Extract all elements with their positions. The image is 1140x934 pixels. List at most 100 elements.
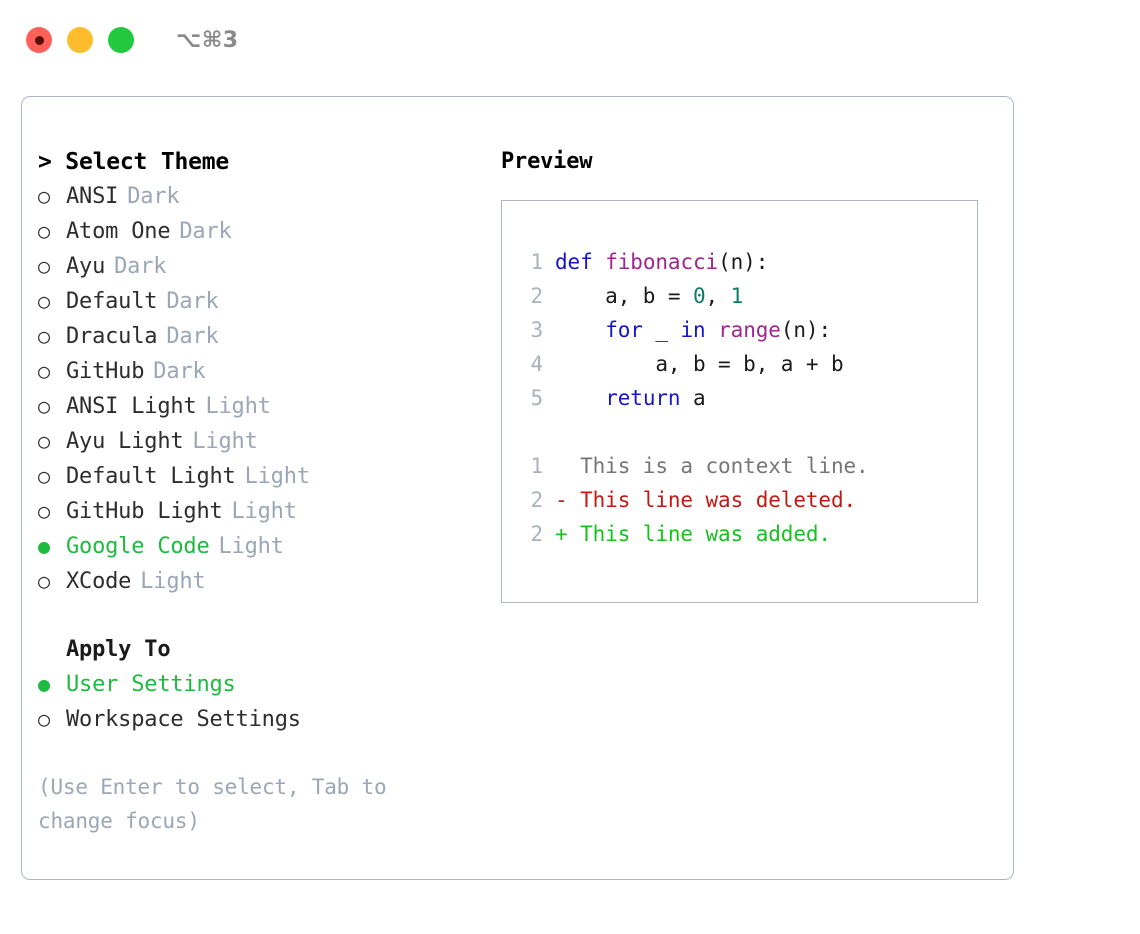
code-token-plain bbox=[555, 386, 605, 410]
diff-line-content: + This line was added. bbox=[555, 522, 831, 546]
theme-option-default-light[interactable]: ○ Default Light Light bbox=[38, 459, 498, 494]
theme-option-ayu[interactable]: ○ Ayu Dark bbox=[38, 249, 498, 284]
theme-option-label: Default bbox=[66, 289, 158, 314]
radio-unselected-icon: ○ bbox=[38, 499, 50, 523]
diff-line-ctx: 1 This is a context line. bbox=[513, 449, 977, 483]
theme-option-label: XCode bbox=[66, 569, 132, 594]
diff-line-del: 2 - This line was deleted. bbox=[513, 483, 977, 517]
radio-selected-icon: ● bbox=[38, 672, 50, 696]
theme-option-category-tag: Dark bbox=[179, 219, 232, 244]
code-token-plain: (n): bbox=[718, 250, 769, 274]
code-line-number: 2 bbox=[530, 284, 543, 308]
diff-line-number: 1 bbox=[530, 454, 543, 478]
code-line: 2 a, b = 0, 1 bbox=[513, 279, 977, 313]
code-diff-separator bbox=[513, 415, 977, 449]
code-token-fn: range bbox=[718, 318, 781, 342]
code-line: 4 a, b = b, a + b bbox=[513, 347, 977, 381]
theme-option-category-tag: Dark bbox=[114, 254, 167, 279]
theme-option-category-tag: Light bbox=[218, 534, 284, 559]
apply-to-option-workspace-settings[interactable]: ○ Workspace Settings bbox=[38, 702, 498, 737]
radio-selected-icon: ● bbox=[38, 534, 50, 558]
apply-to-option-label: User Settings bbox=[66, 672, 236, 697]
theme-option-label: Google Code bbox=[66, 534, 210, 559]
diff-line-number: 2 bbox=[530, 488, 543, 512]
theme-option-category-tag: Dark bbox=[153, 359, 206, 384]
theme-option-label: Ayu Light bbox=[66, 429, 184, 454]
theme-option-label: ANSI bbox=[66, 184, 119, 209]
maximize-button[interactable] bbox=[108, 27, 134, 53]
radio-unselected-icon: ○ bbox=[38, 429, 50, 453]
diff-line-add: 2 + This line was added. bbox=[513, 517, 977, 551]
theme-option-category-tag: Dark bbox=[166, 324, 219, 349]
theme-option-label: Atom One bbox=[66, 219, 171, 244]
code-token-plain: _ bbox=[642, 318, 681, 342]
theme-option-label: GitHub bbox=[66, 359, 145, 384]
diff-line-number: 2 bbox=[530, 522, 543, 546]
code-token-plain: a, b = b, a + b bbox=[555, 352, 844, 376]
code-line-content: return a bbox=[555, 381, 706, 415]
code-token-plain: (n): bbox=[780, 318, 832, 342]
diff-sample: 1 This is a context line. 2 - This line wa… bbox=[513, 449, 977, 551]
theme-option-label: Default Light bbox=[66, 464, 236, 489]
theme-option-category-tag: Dark bbox=[166, 289, 219, 314]
preview-title: Preview bbox=[501, 149, 593, 174]
apply-to-header: Apply To bbox=[66, 637, 171, 662]
code-token-kw: in bbox=[680, 318, 706, 342]
radio-unselected-icon: ○ bbox=[38, 464, 50, 488]
code-line-number: 3 bbox=[530, 318, 543, 342]
theme-option-category-tag: Light bbox=[192, 429, 258, 454]
code-token-plain: a bbox=[680, 386, 706, 410]
code-line: 3 for _ in range(n): bbox=[513, 313, 977, 347]
apply-to-option-list[interactable]: ● User Settings ○ Workspace Settings bbox=[38, 667, 498, 737]
code-token-plain bbox=[706, 318, 719, 342]
theme-option-github[interactable]: ○ GitHub Dark bbox=[38, 354, 498, 389]
theme-option-category-tag: Light bbox=[140, 569, 206, 594]
keyboard-hint-text: (Use Enter to select, Tab to change focu… bbox=[38, 775, 387, 833]
radio-unselected-icon: ○ bbox=[38, 254, 50, 278]
theme-option-ayu-light[interactable]: ○ Ayu Light Light bbox=[38, 424, 498, 459]
theme-option-label: GitHub Light bbox=[66, 499, 223, 524]
code-line-content: a, b = b, a + b bbox=[555, 347, 844, 381]
theme-option-label: Dracula bbox=[66, 324, 158, 349]
radio-unselected-icon: ○ bbox=[38, 359, 50, 383]
title-bar: ⌥⌘3 bbox=[0, 0, 1140, 80]
diff-line-content: This is a context line. bbox=[555, 454, 869, 478]
theme-option-category-tag: Light bbox=[205, 394, 271, 419]
theme-option-label: Ayu bbox=[66, 254, 106, 279]
code-line: 5 return a bbox=[513, 381, 977, 415]
minimize-button[interactable] bbox=[67, 27, 93, 53]
code-line-content: a, b = 0, 1 bbox=[555, 279, 743, 313]
radio-unselected-icon: ○ bbox=[38, 184, 50, 208]
code-token-plain: a, b = bbox=[555, 284, 693, 308]
theme-option-google-code[interactable]: ● Google Code Light bbox=[38, 529, 498, 564]
list-spacer bbox=[38, 599, 498, 633]
close-button[interactable] bbox=[26, 27, 52, 53]
radio-unselected-icon: ○ bbox=[38, 707, 50, 731]
apply-to-option-user-settings[interactable]: ● User Settings bbox=[38, 667, 498, 702]
code-line-number: 4 bbox=[530, 352, 543, 376]
radio-unselected-icon: ○ bbox=[38, 289, 50, 313]
code-token-kw: def bbox=[555, 250, 606, 274]
diff-line-content: - This line was deleted. bbox=[555, 488, 857, 512]
theme-option-category-tag: Light bbox=[244, 464, 310, 489]
code-token-kw: return bbox=[605, 386, 681, 410]
code-token-plain: , bbox=[705, 284, 731, 308]
code-line-number: 5 bbox=[530, 386, 543, 410]
apply-to-option-label: Workspace Settings bbox=[66, 707, 301, 732]
code-line-content: def fibonacci(n): bbox=[555, 245, 768, 279]
theme-option-default[interactable]: ○ Default Dark bbox=[38, 284, 498, 319]
